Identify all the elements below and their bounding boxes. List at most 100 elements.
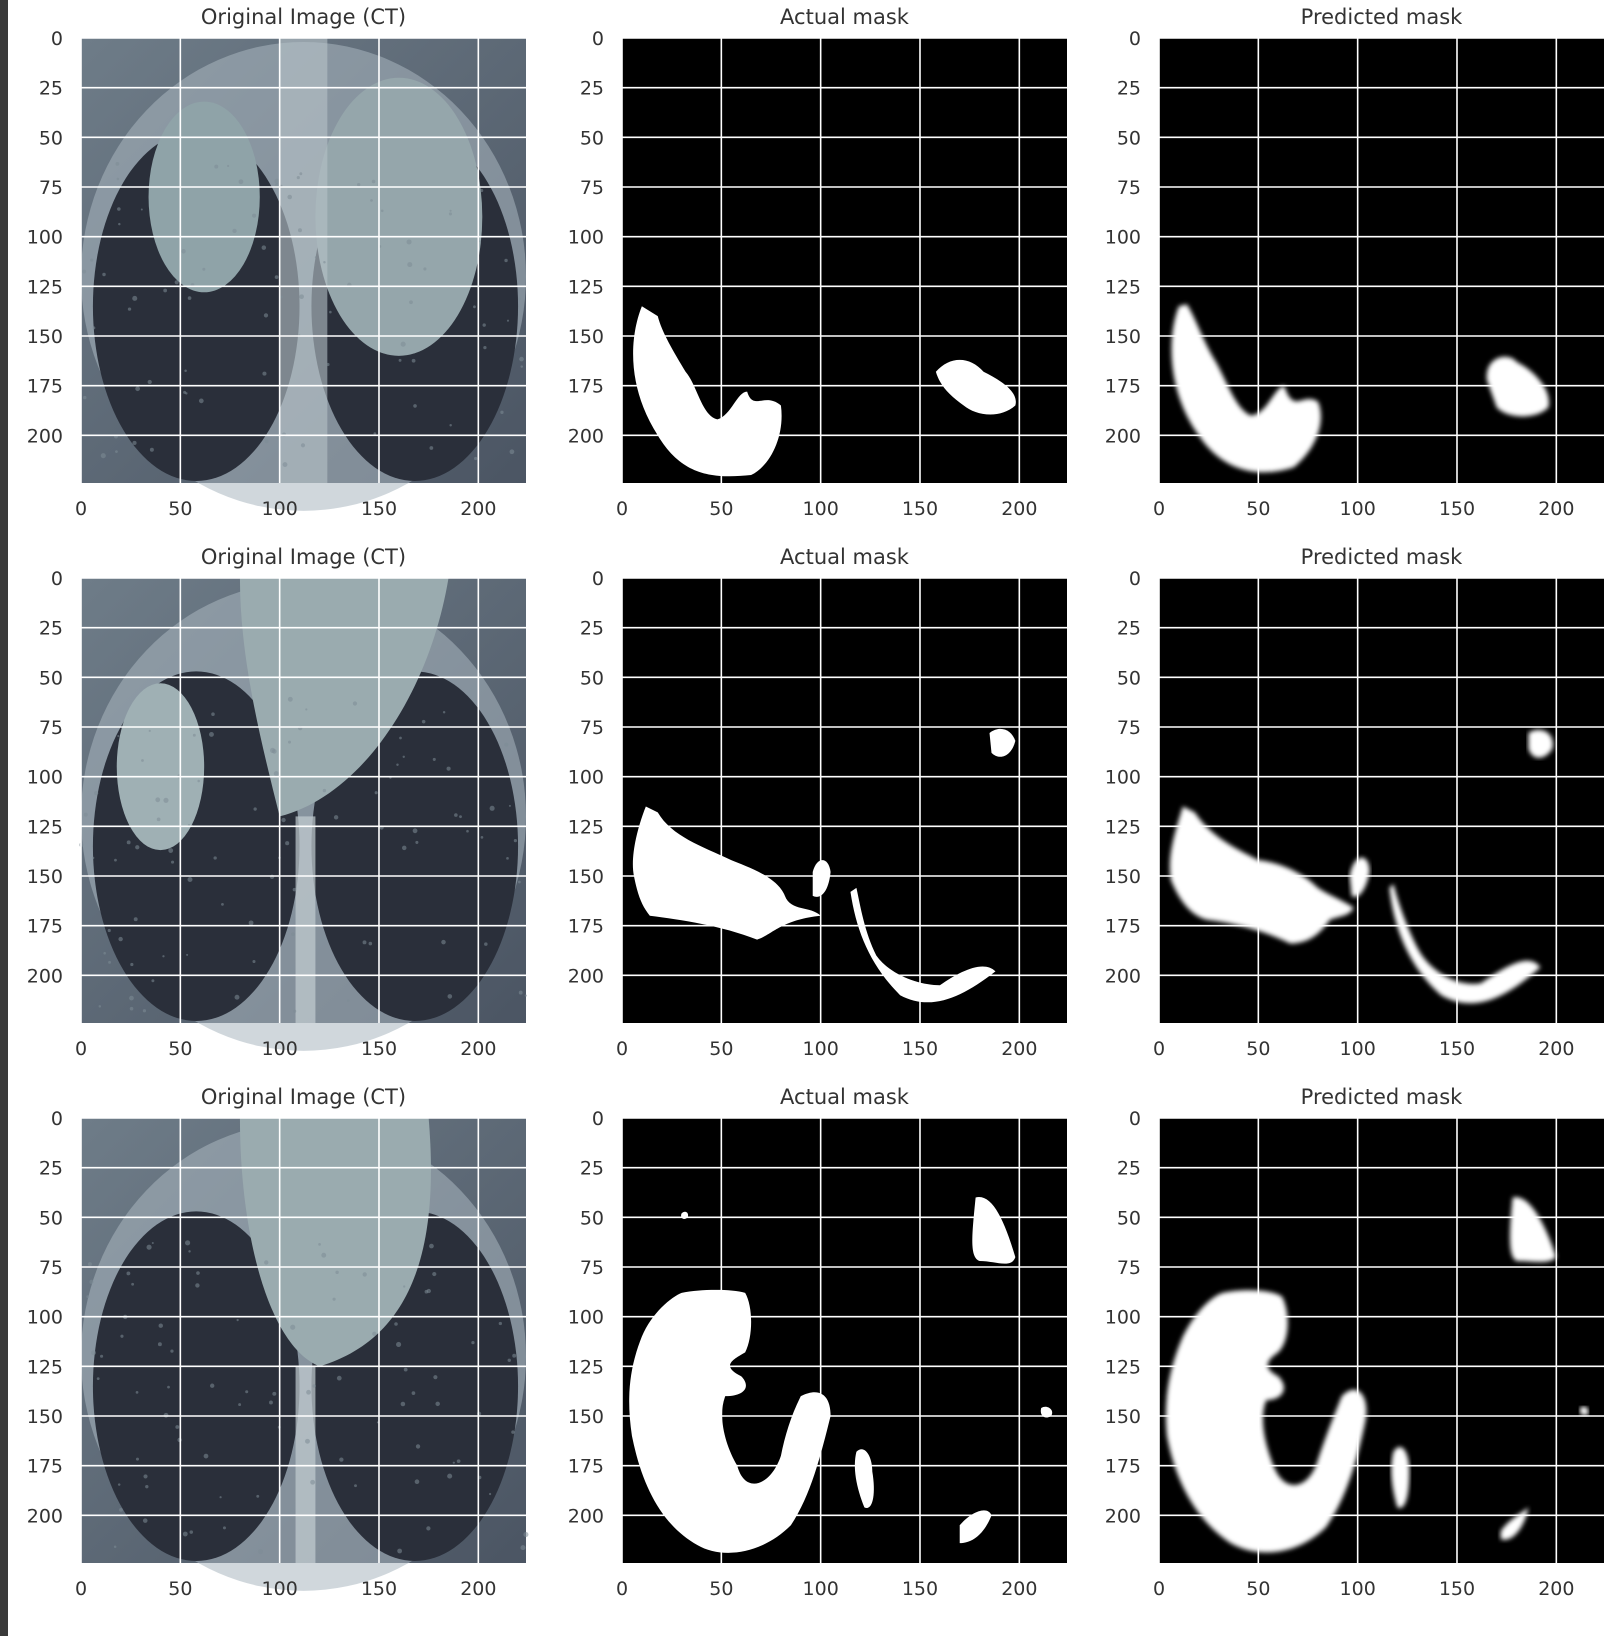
grid-lines <box>1158 37 1604 483</box>
x-tick-label: 50 <box>168 498 192 520</box>
x-tick-label: 50 <box>1246 498 1270 520</box>
x-tick-label: 0 <box>1153 498 1165 520</box>
x-tick-label: 150 <box>361 1578 397 1600</box>
ct-image <box>81 38 526 511</box>
y-tick-label: 0 <box>1129 1108 1141 1130</box>
y-tick-label: 200 <box>1105 1505 1141 1527</box>
grid-lines <box>1158 1117 1604 1563</box>
mask-image <box>622 578 1067 1023</box>
y-tick-label: 50 <box>1117 667 1141 689</box>
y-tick-label: 75 <box>1117 717 1141 739</box>
y-tick-label: 175 <box>568 376 604 398</box>
y-tick-label: 200 <box>1105 965 1141 987</box>
y-tick-label: 25 <box>39 618 63 640</box>
mask-image <box>1159 578 1604 1023</box>
y-tick-label: 150 <box>1105 1406 1141 1428</box>
x-tick-label: 100 <box>262 1578 298 1600</box>
y-tick-label: 100 <box>568 227 604 249</box>
grid-lines <box>621 37 1067 483</box>
grid-lines <box>621 577 1067 1023</box>
mask-image <box>622 1118 1067 1563</box>
y-tick-label: 50 <box>580 1207 604 1229</box>
y-tick-label: 25 <box>1117 1158 1141 1180</box>
x-tick-label: 100 <box>803 1038 839 1060</box>
x-tick-label: 100 <box>262 1038 298 1060</box>
x-tick-label: 100 <box>262 498 298 520</box>
y-tick-label: 150 <box>27 866 63 888</box>
x-tick-label: 50 <box>709 498 733 520</box>
y-tick-label: 150 <box>1105 866 1141 888</box>
x-tick-label: 150 <box>902 1578 938 1600</box>
y-tick-label: 175 <box>27 916 63 938</box>
grid-lines <box>80 1117 526 1563</box>
y-tick-label: 200 <box>27 1505 63 1527</box>
x-tick-label: 200 <box>460 498 496 520</box>
y-tick-label: 75 <box>39 1257 63 1279</box>
panel-title: Original Image (CT) <box>201 1085 406 1109</box>
y-tick-label: 75 <box>39 717 63 739</box>
x-tick-label: 100 <box>1340 1038 1376 1060</box>
y-tick-label: 200 <box>27 965 63 987</box>
y-tick-label: 100 <box>27 1307 63 1329</box>
y-tick-label: 50 <box>580 667 604 689</box>
x-tick-label: 100 <box>803 498 839 520</box>
x-tick-label: 0 <box>616 1038 628 1060</box>
x-tick-label: 50 <box>709 1038 733 1060</box>
y-tick-label: 0 <box>51 28 63 50</box>
y-tick-label: 200 <box>27 425 63 447</box>
y-tick-label: 75 <box>580 177 604 199</box>
x-tick-label: 150 <box>902 498 938 520</box>
y-tick-label: 0 <box>592 28 604 50</box>
x-tick-label: 50 <box>1246 1578 1270 1600</box>
y-tick-label: 100 <box>27 227 63 249</box>
grid-lines <box>621 1117 1067 1563</box>
y-tick-label: 150 <box>27 326 63 348</box>
x-tick-label: 150 <box>361 498 397 520</box>
panel-title: Predicted mask <box>1301 5 1464 29</box>
x-tick-label: 50 <box>1246 1038 1270 1060</box>
y-tick-label: 150 <box>568 866 604 888</box>
y-tick-label: 0 <box>51 568 63 590</box>
x-tick-label: 150 <box>1439 1038 1475 1060</box>
mask-image <box>1159 38 1604 483</box>
y-tick-label: 75 <box>1117 1257 1141 1279</box>
x-tick-label: 200 <box>1538 1038 1574 1060</box>
y-tick-label: 175 <box>1105 916 1141 938</box>
mask-image <box>1159 1118 1604 1563</box>
x-tick-label: 200 <box>1538 498 1574 520</box>
grid-lines <box>80 577 526 1023</box>
ct-image <box>79 578 527 1051</box>
y-tick-label: 150 <box>568 326 604 348</box>
y-tick-label: 0 <box>592 568 604 590</box>
x-tick-label: 100 <box>1340 1578 1376 1600</box>
y-tick-label: 200 <box>568 425 604 447</box>
panel-title: Predicted mask <box>1301 1085 1464 1109</box>
y-tick-label: 25 <box>580 78 604 100</box>
y-tick-label: 125 <box>568 1356 604 1378</box>
x-tick-label: 150 <box>902 1038 938 1060</box>
y-tick-label: 25 <box>1117 618 1141 640</box>
x-tick-label: 150 <box>1439 498 1475 520</box>
y-tick-label: 50 <box>1117 127 1141 149</box>
x-tick-label: 50 <box>168 1578 192 1600</box>
x-tick-label: 0 <box>1153 1038 1165 1060</box>
x-tick-label: 200 <box>1001 498 1037 520</box>
y-tick-label: 25 <box>39 78 63 100</box>
panel-title: Actual mask <box>780 1085 910 1109</box>
notebook-cell-border <box>0 0 8 1636</box>
y-tick-label: 100 <box>1105 767 1141 789</box>
y-tick-label: 0 <box>1129 568 1141 590</box>
y-tick-label: 75 <box>580 1257 604 1279</box>
y-tick-label: 175 <box>568 1456 604 1478</box>
y-tick-label: 50 <box>39 667 63 689</box>
x-tick-label: 0 <box>75 1578 87 1600</box>
x-tick-label: 200 <box>1538 1578 1574 1600</box>
